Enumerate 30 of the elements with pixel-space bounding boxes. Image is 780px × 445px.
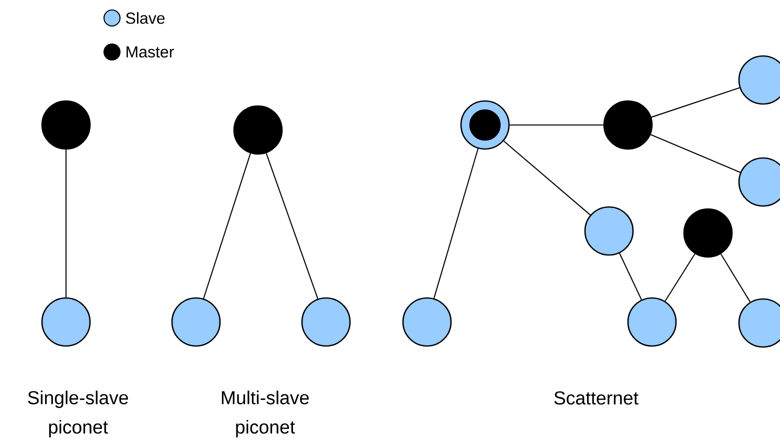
connector-line xyxy=(433,148,479,298)
slave-circle xyxy=(738,157,780,207)
legend-label: Master xyxy=(126,46,174,58)
group-caption: Scatternet xyxy=(554,391,638,405)
connector-line xyxy=(664,254,696,302)
master-circle xyxy=(469,109,501,141)
slave-circle xyxy=(627,297,677,347)
connector-line xyxy=(266,153,318,299)
connector-line xyxy=(720,254,751,302)
master-circle xyxy=(683,208,733,258)
slave-circle xyxy=(584,206,634,256)
master-circle xyxy=(603,100,653,150)
slave-circle xyxy=(301,297,351,347)
group-caption: Single-slave piconet xyxy=(28,390,128,438)
master-circle xyxy=(233,105,283,155)
connector-line xyxy=(619,253,642,300)
master-circle xyxy=(41,100,91,150)
slave-circle xyxy=(738,55,780,105)
connector-line xyxy=(65,150,67,298)
connector-line xyxy=(203,153,251,299)
slave-circle xyxy=(738,298,780,348)
connector-line xyxy=(650,134,740,173)
connector-line xyxy=(510,124,604,126)
connector-line xyxy=(651,87,740,118)
slave-circle xyxy=(402,297,452,347)
legend-label: Slave xyxy=(126,12,165,24)
connector-line xyxy=(503,140,591,216)
slave-circle xyxy=(41,297,91,347)
group-caption: Multi-slave piconet xyxy=(222,390,309,438)
slave-circle xyxy=(171,297,221,347)
